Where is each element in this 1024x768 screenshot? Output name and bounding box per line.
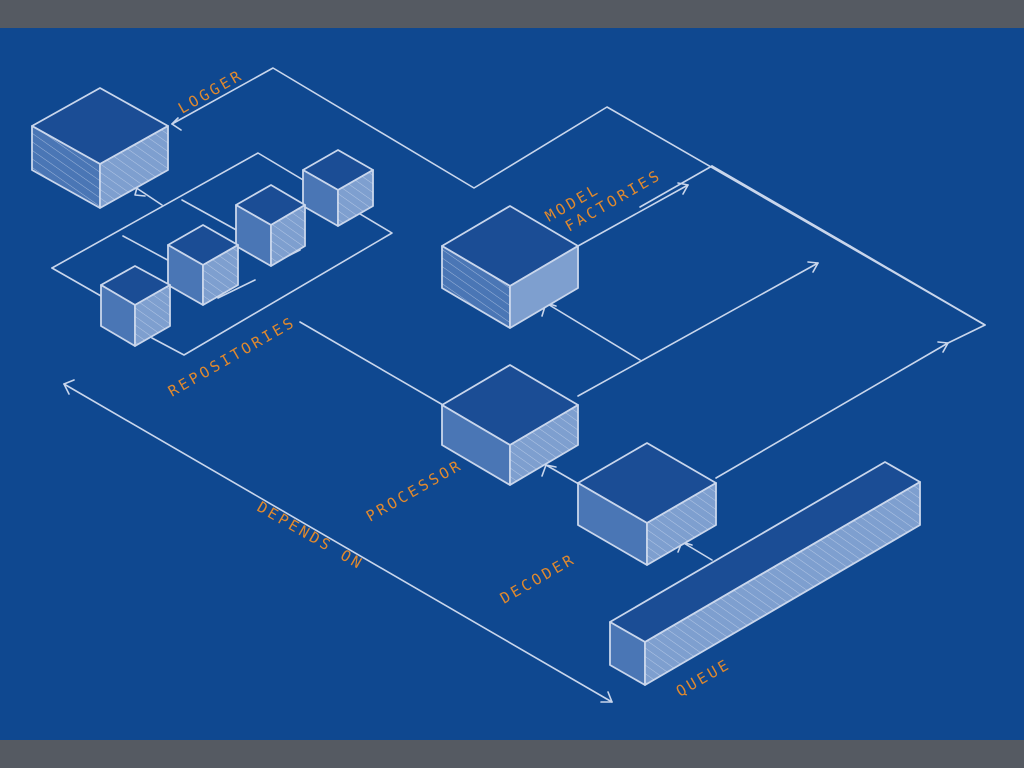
logger-box bbox=[31, 87, 169, 209]
top-frame-bar bbox=[0, 0, 1024, 28]
bottom-frame-bar bbox=[0, 740, 1024, 768]
decoder-arrow bbox=[715, 342, 949, 479]
repositories-tray bbox=[51, 152, 393, 356]
model-factories-box bbox=[441, 205, 579, 329]
repository-cube-3 bbox=[235, 184, 306, 267]
tray-rail-1 bbox=[122, 235, 176, 265]
processor-arrow bbox=[577, 262, 819, 397]
model-factories-rail bbox=[639, 165, 713, 208]
logger-arrowhead bbox=[171, 117, 182, 131]
model-factories-arrow bbox=[577, 184, 689, 247]
processor-to-repos-link bbox=[299, 321, 444, 406]
depends-on-arrow bbox=[63, 383, 613, 703]
right-rail bbox=[849, 245, 986, 326]
decoder-box bbox=[577, 442, 717, 566]
repository-cube-4 bbox=[302, 149, 374, 227]
tray-rail-2 bbox=[181, 199, 241, 233]
decoder-arrowhead bbox=[937, 341, 949, 353]
logger-connector bbox=[171, 67, 986, 344]
factories-to-decoder-rail bbox=[711, 165, 851, 247]
processor-arrowhead-up bbox=[541, 464, 557, 477]
connector-lines bbox=[51, 67, 986, 703]
repos-to-logger-link bbox=[134, 186, 163, 206]
queue-to-decoder-link bbox=[681, 541, 713, 561]
processor-box bbox=[441, 364, 579, 486]
tray-front-edge bbox=[51, 267, 109, 301]
depends-on-arrowhead-start bbox=[63, 379, 75, 395]
repository-cube-1 bbox=[100, 265, 171, 347]
factories-to-processor-link bbox=[545, 302, 641, 361]
processor-arrowhead bbox=[807, 261, 819, 273]
queue-bar bbox=[609, 461, 921, 686]
depends-on-arrowhead-end bbox=[600, 691, 613, 703]
tray-link-2 bbox=[217, 279, 256, 299]
repository-cube-2 bbox=[167, 224, 239, 306]
